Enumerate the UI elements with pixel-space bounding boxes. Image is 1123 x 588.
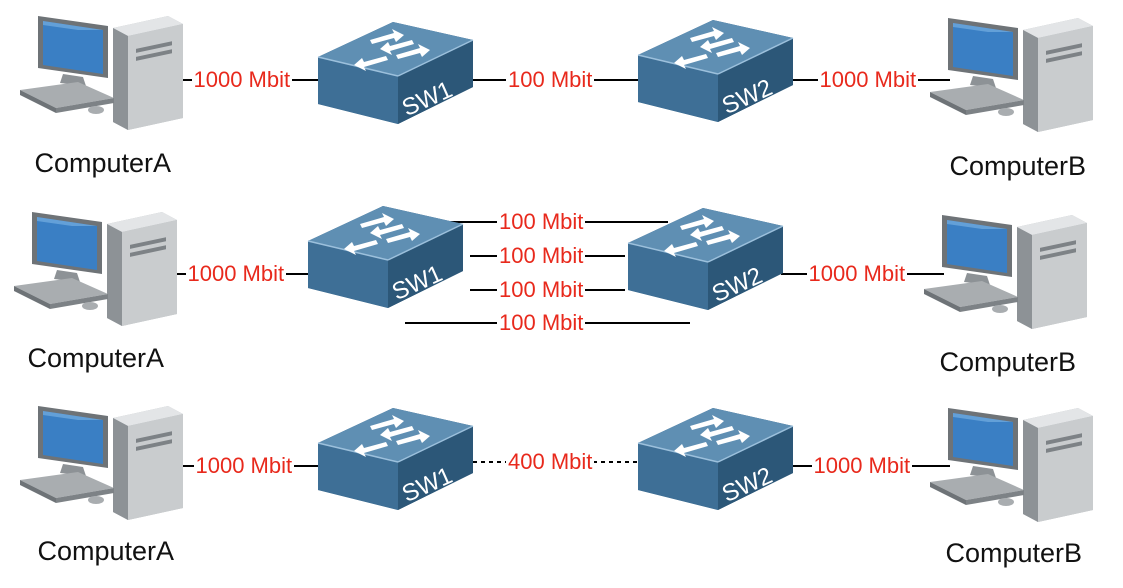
- computer-a-label: ComputerA: [27, 342, 165, 373]
- switch-sw1-icon: SW1: [317, 21, 474, 125]
- computer-b-icon: [930, 18, 1093, 132]
- computer-b-icon: [924, 215, 1087, 329]
- computer-b-label: ComputerB: [939, 346, 1077, 377]
- switch-sw1-icon: SW1: [317, 407, 474, 511]
- computer-a-icon: [20, 16, 183, 130]
- computer-a-icon: [14, 212, 177, 326]
- inter-link-label: 100 Mbit: [497, 277, 586, 303]
- computer-b-label: ComputerB: [949, 150, 1087, 181]
- link-label-b: 1000 Mbit: [811, 453, 913, 479]
- switch-sw1-icon: SW1: [307, 205, 464, 309]
- computer-b-label: ComputerB: [945, 537, 1083, 568]
- switch-sw2-icon: SW2: [627, 207, 784, 311]
- link-label-b: 1000 Mbit: [817, 67, 919, 93]
- inter-link-label: 400 Mbit: [506, 449, 595, 475]
- link-label-a: 1000 Mbit: [193, 453, 295, 479]
- link-label-a: 1000 Mbit: [191, 67, 293, 93]
- computer-a-label: ComputerA: [34, 147, 172, 178]
- switch-sw2-icon: SW2: [637, 19, 794, 123]
- switch-sw2-icon: SW2: [637, 407, 794, 511]
- computer-a-label: ComputerA: [37, 535, 175, 566]
- computer-b-icon: [930, 408, 1093, 522]
- inter-link-label: 100 Mbit: [497, 209, 586, 235]
- inter-link-label: 100 Mbit: [497, 243, 586, 269]
- link-label-b: 1000 Mbit: [806, 261, 908, 287]
- inter-link-label: 100 Mbit: [506, 67, 595, 93]
- link-label-a: 1000 Mbit: [185, 261, 287, 287]
- computer-a-icon: [20, 406, 183, 520]
- inter-link-label: 100 Mbit: [497, 310, 586, 336]
